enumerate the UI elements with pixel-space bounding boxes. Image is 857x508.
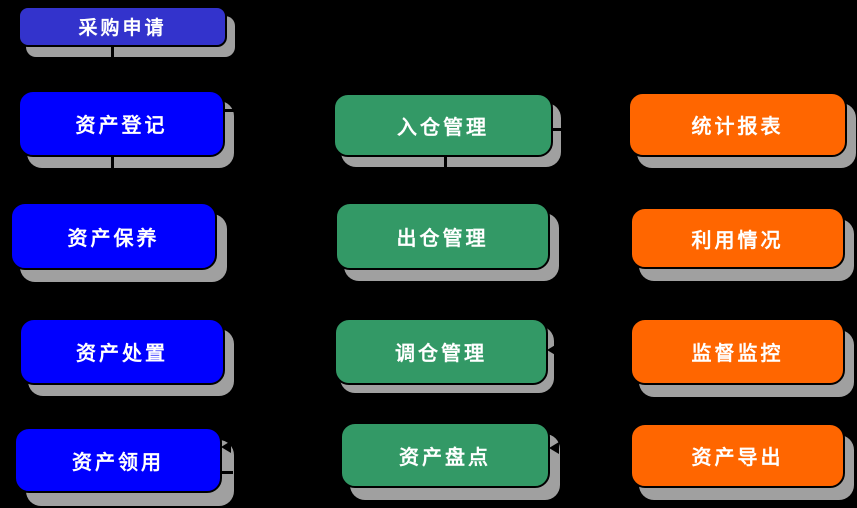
node-label: 资产领用 [72,451,164,474]
node-inbound-management: 入仓管理 [333,93,553,157]
node-label: 资产处置 [76,343,168,365]
node-label: 资产导出 [691,447,784,469]
node-asset-export: 资产导出 [630,423,845,488]
node-label: 出仓管理 [396,227,489,250]
arrow-left-icon-asset-inventory [549,442,559,454]
node-label: 资产盘点 [399,446,491,469]
connector-tick-right-inbound-management [552,128,564,131]
node-asset-maintenance: 资产保养 [10,202,217,270]
node-outbound-management: 出仓管理 [335,202,550,270]
node-asset-inventory: 资产盘点 [340,422,550,488]
connector-tick-right-asset-registration [225,109,237,112]
arrow-left-icon-transfer-management [547,344,557,356]
arrow-left-icon-asset-requisition [221,441,231,453]
node-asset-registration: 资产登记 [18,90,225,157]
node-label: 采购申请 [78,18,167,39]
node-label: 调仓管理 [395,343,487,365]
node-transfer-management: 调仓管理 [334,318,548,385]
node-label: 统计报表 [691,116,784,138]
connector-tick-right-asset-requisition [221,471,233,474]
node-label: 入仓管理 [397,116,489,139]
node-label: 利用情况 [691,229,784,252]
node-purchase-request: 采购申请 [18,6,227,47]
node-statistics-report: 统计报表 [628,92,847,157]
node-supervision-monitoring: 监督监控 [630,318,845,385]
node-asset-disposal: 资产处置 [19,318,225,385]
node-label: 资产保养 [67,227,160,250]
node-label: 监督监控 [691,343,784,365]
node-label: 资产登记 [75,115,168,137]
connector-tick-below-purchase-request [111,47,114,59]
connector-tick-below-asset-registration [111,157,114,169]
node-asset-requisition: 资产领用 [14,427,222,493]
node-utilization-status: 利用情况 [630,207,845,269]
connector-tick-below-inbound-management [444,157,447,169]
